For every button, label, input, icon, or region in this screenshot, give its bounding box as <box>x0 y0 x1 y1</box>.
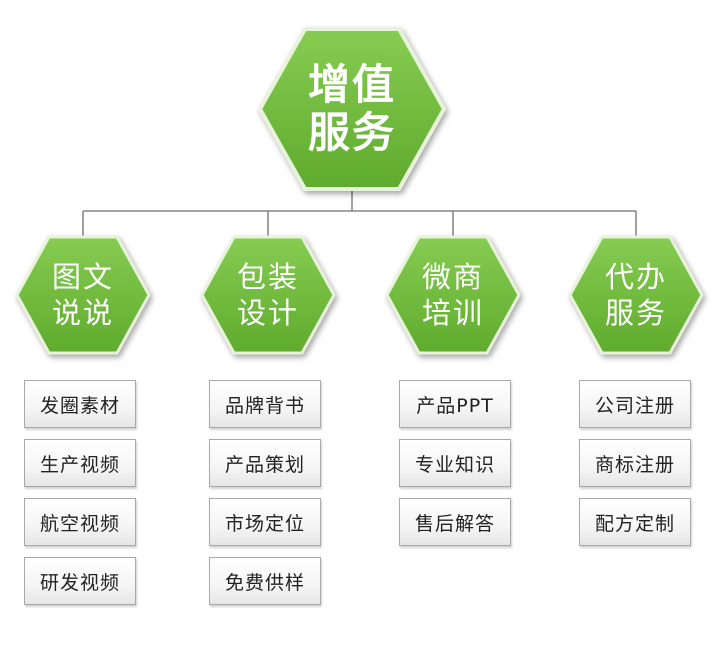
category-2-title-line-2: 设计 <box>236 296 299 330</box>
hexagon-shape <box>385 235 521 355</box>
category-hexagon-4: 代办 服务 <box>568 235 704 355</box>
category-4-item-3: 配方定制 <box>579 498 691 546</box>
category-hexagon-2: 包装 设计 <box>200 235 336 355</box>
category-1-item-4: 研发视频 <box>24 557 136 605</box>
root-hexagon: 增值 服务 <box>258 27 446 191</box>
category-4-item-1: 公司注册 <box>579 380 691 428</box>
root-title-line-1: 增值 <box>307 60 396 109</box>
hexagon-shape <box>568 235 704 355</box>
category-1-item-2: 生产视频 <box>24 439 136 487</box>
category-1-item-3: 航空视频 <box>24 498 136 546</box>
category-2-item-4: 免费供样 <box>209 557 321 605</box>
category-4-item-2: 商标注册 <box>579 439 691 487</box>
category-1-title-line-2: 说说 <box>51 296 114 330</box>
category-hexagon-1: 图文 说说 <box>15 235 151 355</box>
category-2-item-1: 品牌背书 <box>209 380 321 428</box>
category-1-item-1: 发圈素材 <box>24 380 136 428</box>
category-3-title-line-2: 培训 <box>421 296 484 330</box>
category-2-item-3: 市场定位 <box>209 498 321 546</box>
category-3-item-1: 产品PPT <box>399 380 511 428</box>
category-hexagon-3: 微商 培训 <box>385 235 521 355</box>
hexagon-shape <box>15 235 151 355</box>
root-title-line-2: 服务 <box>307 108 396 157</box>
category-4-title-line-2: 服务 <box>604 296 667 330</box>
category-2-title-line-1: 包装 <box>236 260 299 294</box>
category-3-title-line-1: 微商 <box>421 260 484 294</box>
category-4-title-line-1: 代办 <box>604 260 667 294</box>
category-3-item-2: 专业知识 <box>399 439 511 487</box>
category-1-title-line-1: 图文 <box>51 260 114 294</box>
category-2-item-2: 产品策划 <box>209 439 321 487</box>
hexagon-shape <box>258 27 446 191</box>
category-3-item-3: 售后解答 <box>399 498 511 546</box>
hexagon-shape <box>200 235 336 355</box>
